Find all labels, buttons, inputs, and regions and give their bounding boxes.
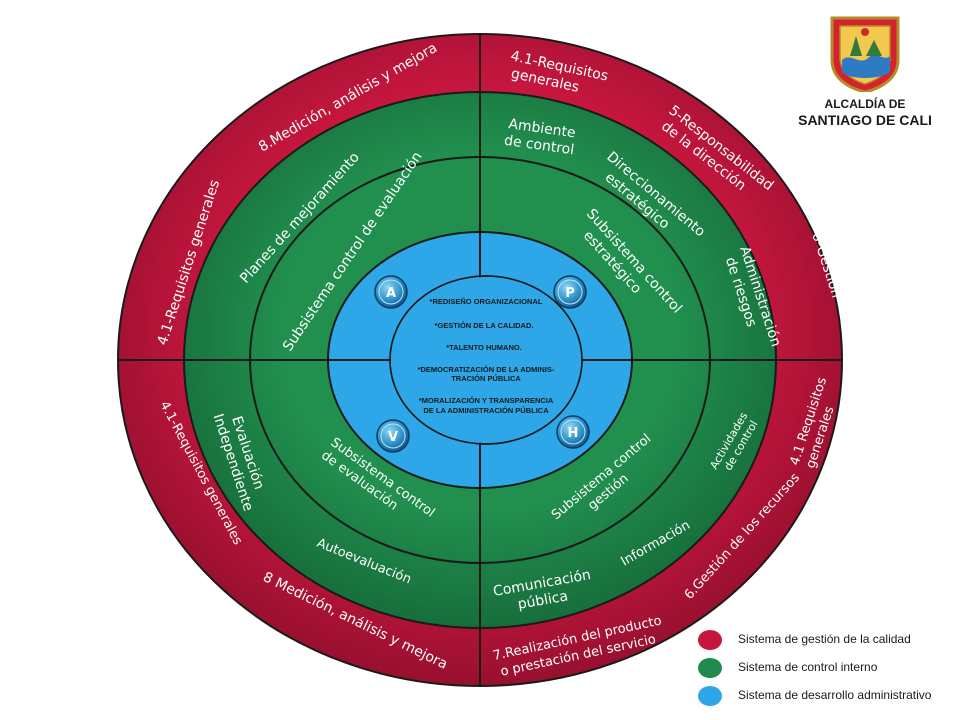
legend-item-quality: Sistema de gestión de la calidad <box>698 628 958 654</box>
center-line-6: *MORALIZACIÓN Y TRANSPARENCIA <box>419 396 554 405</box>
legend-label-control: Sistema de control interno <box>738 660 878 674</box>
center-disc <box>391 277 581 443</box>
center-line-5: TRACIÓN PÚBLICA <box>451 374 521 383</box>
badge-h-label: H <box>568 426 579 441</box>
badge-p: P <box>553 275 587 309</box>
legend-item-control: Sistema de control interno <box>698 656 958 682</box>
alcaldia-logo: ALCALDÍA DE SANTIAGO DE CALI <box>790 12 940 132</box>
logo-line2: SANTIAGO DE CALI <box>798 112 932 128</box>
legend-item-admin: Sistema de desarrollo administrativo <box>698 684 958 710</box>
center-line-7: DE LA ADMINISTRACIÓN PÚBLICA <box>423 406 549 415</box>
badge-p-label: P <box>565 286 575 301</box>
legend-dot-admin <box>698 686 722 706</box>
logo-line1: ALCALDÍA DE <box>824 97 906 111</box>
badge-a-label: A <box>386 286 396 301</box>
center-line-1: *REDISEÑO ORGANIZACIONAL <box>430 297 543 306</box>
legend-label-admin: Sistema de desarrollo administrativo <box>738 688 932 702</box>
badge-v: V <box>376 419 410 453</box>
center-disc-outline <box>389 275 583 445</box>
shield-crest-icon <box>830 16 900 92</box>
legend-dot-control <box>698 658 722 678</box>
center-line-3: *TALENTO HUMANO. <box>446 343 522 352</box>
badge-h: H <box>556 415 590 449</box>
center-line-2: *GESTIÓN DE LA CALIDAD. <box>435 321 534 330</box>
badge-a: A <box>374 275 408 309</box>
legend-dot-quality <box>698 630 722 650</box>
badge-v-label: V <box>388 430 398 445</box>
center-text: *REDISEÑO ORGANIZACIONAL *GESTIÓN DE LA … <box>418 297 555 415</box>
center-line-4: *DEMOCRATIZACIÓN DE LA ADMINIS- <box>418 365 555 374</box>
legend-label-quality: Sistema de gestión de la calidad <box>738 632 911 646</box>
